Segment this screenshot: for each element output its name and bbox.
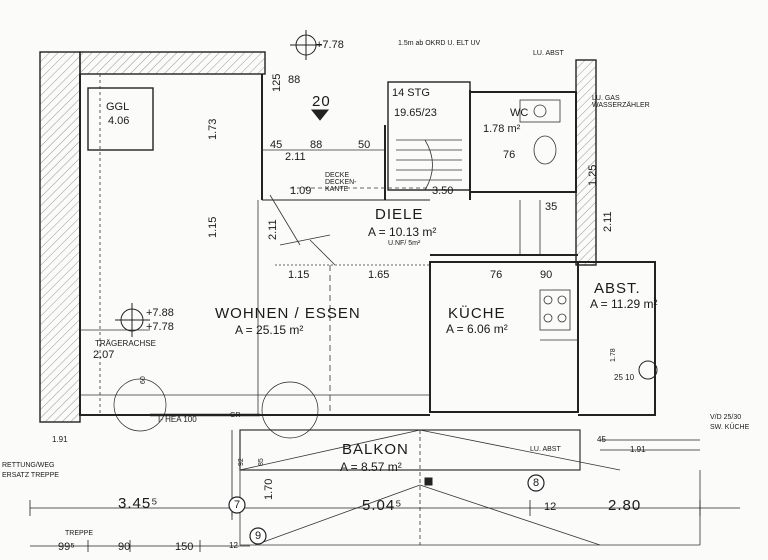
stair-label: 14 STG: [392, 87, 430, 99]
dim-191a: 1.91: [52, 435, 68, 444]
top-note-label: 1.5m ab OKRD U. ELT UV: [398, 40, 481, 47]
elevation-mid-b: +7.78: [146, 321, 174, 333]
traegerachse-label: TRÄGERACHSE: [95, 339, 156, 348]
elevation-top: +7.78: [316, 39, 344, 51]
room-area-balkon: A = 8.57 m²: [340, 460, 402, 474]
dim-150: 150: [175, 541, 194, 553]
kueche-note-label: SW. KÜCHE: [710, 424, 750, 431]
dim-88b: 88: [310, 139, 323, 151]
axis-label-8: 8: [533, 477, 540, 489]
treppe-label: TREPPE: [65, 530, 94, 537]
dim-178: 1.78: [610, 348, 617, 362]
dim-173: 1.73: [207, 118, 219, 140]
room-name-diele: DIELE: [375, 206, 424, 223]
dim-115: 1.15: [207, 216, 219, 238]
axis-label-7: 7: [234, 499, 241, 511]
dim-165: 1.65: [368, 269, 390, 281]
lu-abst-label: LU. ABST: [530, 446, 561, 453]
dim-76b: 76: [503, 149, 516, 161]
dim-2510: 25 10: [614, 373, 635, 382]
dim-995: 99⁵: [58, 541, 75, 553]
gr-label: GR: [230, 412, 241, 419]
room-walls: [79, 74, 656, 416]
dim-115b: 1.15: [288, 269, 310, 281]
room-name-wc: WC: [510, 107, 529, 119]
room-name-balkon: BALKON: [342, 441, 409, 458]
dim-35: 35: [545, 201, 558, 213]
dim-60: 60: [140, 376, 147, 384]
room-area-ggl: 4.06: [108, 115, 130, 127]
dim-45b: 45: [597, 435, 606, 444]
dim-109: 1.09: [290, 185, 312, 197]
decke-label: DECKE DECKEN- KANTE: [325, 172, 357, 193]
dim-211c: 2.11: [602, 211, 614, 232]
dim-170: 1.70: [263, 478, 275, 500]
dim-90b: 90: [118, 541, 131, 553]
beam-marks: [113, 378, 433, 486]
room-name-wohnen: WOHNEN / ESSEN: [215, 305, 361, 322]
dim-12b: 12: [229, 541, 238, 550]
ihea-label: I- HEA 100: [158, 415, 197, 424]
room-area-diele: A = 10.13 m²: [368, 225, 437, 239]
dim-125top: 125: [271, 73, 283, 92]
traegerachse-dim: 2.07: [93, 349, 115, 361]
dim-85: 85: [258, 458, 265, 466]
lu-abst-top-label: LU. ABST: [533, 50, 564, 57]
dim-88: 88: [288, 74, 301, 86]
dim-90: 90: [540, 269, 553, 281]
dim-125: 1.25: [587, 164, 599, 186]
dim-350: 3.50: [432, 185, 454, 197]
treppe-note-label: ERSATZ TREPPE: [2, 472, 59, 479]
room-area-wc: 1.78 m²: [483, 123, 521, 135]
room-area-wohnen: A = 25.15 m²: [235, 323, 304, 337]
dim-504: 5.04⁵: [362, 497, 403, 514]
stair-number: 20: [312, 93, 331, 110]
rettung-label: RETTUNG/WEG: [2, 462, 55, 469]
dim-280: 2.80: [608, 497, 642, 514]
axis-label-9: 9: [255, 530, 262, 542]
level-markers: [115, 30, 658, 380]
dim-211a: 2.11: [285, 151, 306, 163]
room-area-kueche: A = 6.06 m²: [446, 322, 508, 336]
dim-191b: 1.91: [630, 445, 646, 454]
exterior-walls: [39, 51, 597, 423]
dim-92: 92: [238, 458, 245, 466]
dim-76a: 76: [490, 269, 503, 281]
dim-12: 12: [544, 501, 557, 513]
room-area-abst: A = 11.29 m²: [590, 297, 658, 311]
interior-lines: [80, 74, 701, 546]
sw-note-label: V/D 25/30: [710, 414, 742, 421]
dim-211b: 2.11: [267, 219, 279, 240]
stair-ratio: 19.65/23: [394, 107, 437, 119]
elevation-mid-a: +7.88: [146, 307, 174, 319]
room-name-kueche: KÜCHE: [448, 305, 506, 322]
room-note-diele: U.NF/ 5m²: [388, 240, 421, 247]
room-name-ggl: GGL: [106, 101, 130, 113]
wasserzaehler-label: LU. GAS WASSERZÄHLER: [592, 95, 650, 109]
dim-345: 3.45⁵: [118, 495, 159, 512]
room-name-abst: ABST.: [594, 280, 641, 297]
dim-45: 45: [270, 139, 283, 151]
dim-50: 50: [358, 139, 371, 151]
axis-markers: [228, 474, 545, 545]
